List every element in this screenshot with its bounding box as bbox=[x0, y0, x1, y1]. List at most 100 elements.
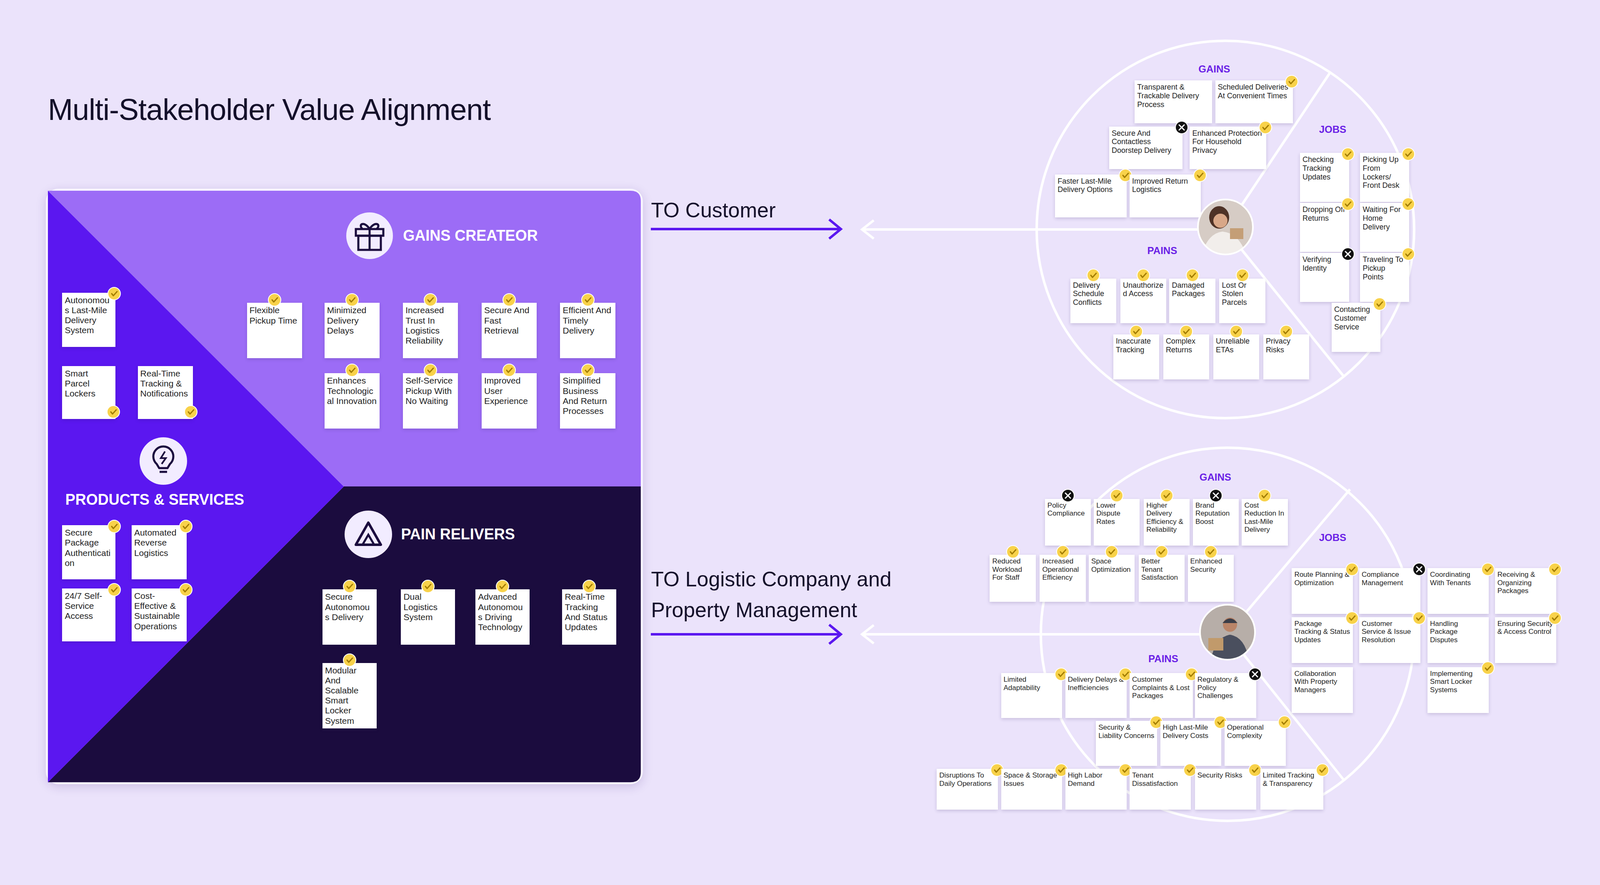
note-text: Checking Tracking Updates bbox=[1302, 155, 1347, 182]
check-icon bbox=[1185, 268, 1200, 283]
mark-stroke bbox=[1416, 616, 1423, 621]
region-heading: PRODUCTS & SERVICES bbox=[65, 490, 245, 509]
sticky-note: Customer Service & Issue Resolution bbox=[1359, 617, 1421, 664]
check-mark bbox=[1279, 324, 1294, 339]
sticky-note: Waiting For Home Delivery bbox=[1360, 202, 1410, 253]
note-text: Enhanced Security bbox=[1190, 557, 1232, 574]
mark-disc bbox=[1258, 489, 1271, 503]
check-mark bbox=[1258, 120, 1273, 135]
sticky-note: Transparent & Trackable Delivery Process bbox=[1134, 80, 1213, 124]
note-text: Package Tracking & Status Updates bbox=[1294, 620, 1351, 645]
sticky-note: Compliance Management bbox=[1359, 568, 1421, 615]
sticky-note: Secure Package Authentication bbox=[62, 525, 115, 580]
mark-disc bbox=[1137, 269, 1150, 282]
note-text: Limited Tracking & Transparency bbox=[1262, 771, 1322, 788]
check-icon bbox=[1104, 545, 1119, 560]
note-text: Delivery Delays & Inefficiencies bbox=[1067, 675, 1125, 693]
check-mark bbox=[1203, 545, 1218, 560]
sticky-note: Brand Reputation Boost bbox=[1192, 499, 1239, 547]
check-icon bbox=[345, 363, 360, 378]
note-text: Tenant Dissatisfaction bbox=[1132, 771, 1189, 788]
note-text: 24/7 Self-Service Access bbox=[64, 591, 113, 622]
check-icon bbox=[1480, 661, 1495, 676]
check-icon bbox=[1277, 715, 1292, 730]
check-mark bbox=[423, 363, 438, 378]
sticky-note: Operational Complexity bbox=[1224, 721, 1286, 767]
mark-stroke bbox=[1416, 567, 1422, 573]
sticky-note: Scheduled Deliveries At Convenient Times bbox=[1215, 80, 1293, 124]
check-icon bbox=[342, 653, 357, 668]
note-text: Higher Delivery Efficiency & Reliability bbox=[1146, 501, 1188, 535]
mark-stroke bbox=[1283, 329, 1290, 334]
note-text: Secure And Fast Retrieval bbox=[484, 305, 535, 336]
cross-mark bbox=[1208, 488, 1223, 503]
mark-disc bbox=[107, 405, 120, 419]
mountain-icon bbox=[344, 510, 393, 559]
mark-stroke bbox=[1485, 666, 1491, 671]
bulb-icon bbox=[139, 437, 188, 485]
mark-stroke bbox=[1240, 273, 1246, 278]
check-mark bbox=[1109, 488, 1124, 503]
sticky-note: Dropping Off Returns bbox=[1300, 202, 1350, 253]
sticky-note: Privacy Risks bbox=[1263, 334, 1310, 380]
note-text: Coordinating With Tenants bbox=[1430, 570, 1487, 588]
sticky-note: Policy Compliance bbox=[1045, 499, 1091, 547]
mark-stroke bbox=[1060, 550, 1066, 555]
note-text: Customer Service & Issue Resolution bbox=[1361, 620, 1418, 645]
sticky-note: Reduced Workload For Staff bbox=[989, 555, 1036, 603]
note-text: High Last-Mile Delivery Costs bbox=[1162, 723, 1220, 740]
check-icon bbox=[1340, 197, 1355, 212]
note-text: Route Planning & Optimization bbox=[1294, 570, 1351, 588]
mark-stroke bbox=[188, 410, 194, 415]
photo-parcel bbox=[1230, 228, 1244, 240]
note-text: Disruptions To Daily Operations bbox=[939, 771, 996, 788]
mark-disc bbox=[1402, 197, 1415, 211]
check-mark bbox=[1547, 611, 1563, 626]
sticky-note: Automated Reverse Logistics bbox=[131, 525, 187, 580]
arrow-label: TO Customer bbox=[650, 195, 919, 226]
sticky-note: Ensuring Security & Access Control bbox=[1495, 617, 1557, 664]
note-text: Brand Reputation Boost bbox=[1195, 501, 1237, 527]
sticky-note: Advanced Autonomous Driving Technology bbox=[475, 589, 530, 645]
mark-disc bbox=[1278, 716, 1291, 729]
mark-stroke bbox=[183, 524, 189, 529]
check-icon bbox=[1284, 74, 1299, 89]
mark-disc bbox=[581, 293, 595, 307]
customer-photo bbox=[1195, 197, 1255, 257]
mark-disc bbox=[1236, 269, 1249, 282]
sticky-note: Smart Parcel Lockers bbox=[62, 366, 115, 420]
mark-disc bbox=[179, 583, 193, 597]
note-text: Modular And Scalable Smart Locker System bbox=[325, 665, 375, 727]
check-mark bbox=[1179, 324, 1194, 339]
mark-stroke bbox=[1159, 550, 1165, 555]
mark-disc bbox=[1209, 489, 1223, 503]
check-icon bbox=[1229, 324, 1244, 339]
check-icon bbox=[1401, 147, 1416, 162]
note-text: Space Optimization bbox=[1091, 557, 1133, 574]
mark-stroke bbox=[1164, 493, 1170, 498]
sticky-note: Verifying Identity bbox=[1300, 252, 1350, 303]
check-icon bbox=[1340, 147, 1355, 162]
mark-disc bbox=[107, 583, 121, 597]
check-icon bbox=[107, 286, 122, 301]
mark-stroke bbox=[1122, 768, 1129, 773]
check-icon bbox=[1235, 268, 1250, 283]
check-mark bbox=[1154, 545, 1169, 560]
check-mark bbox=[502, 292, 517, 308]
mark-stroke bbox=[1090, 273, 1097, 278]
check-mark bbox=[267, 292, 282, 308]
sticky-note: Security Risks bbox=[1195, 769, 1257, 810]
mark-disc bbox=[1175, 121, 1188, 134]
note-text: Handling Package Disputes bbox=[1430, 620, 1487, 645]
sticky-note: Efficient And Timely Delivery bbox=[560, 302, 615, 358]
mark-stroke bbox=[183, 587, 189, 593]
sticky-note: Handling Package Disputes bbox=[1427, 617, 1489, 664]
note-text: Reduced Workload For Staff bbox=[992, 557, 1033, 583]
mark-disc bbox=[184, 405, 198, 419]
note-text: Transparent & Trackable Delivery Process bbox=[1137, 82, 1210, 109]
sticky-note: Checking Tracking Updates bbox=[1300, 152, 1350, 203]
check-icon bbox=[1257, 488, 1272, 503]
cross-icon bbox=[1174, 120, 1189, 135]
mark-stroke bbox=[1122, 173, 1129, 178]
mark-stroke bbox=[1153, 720, 1160, 725]
